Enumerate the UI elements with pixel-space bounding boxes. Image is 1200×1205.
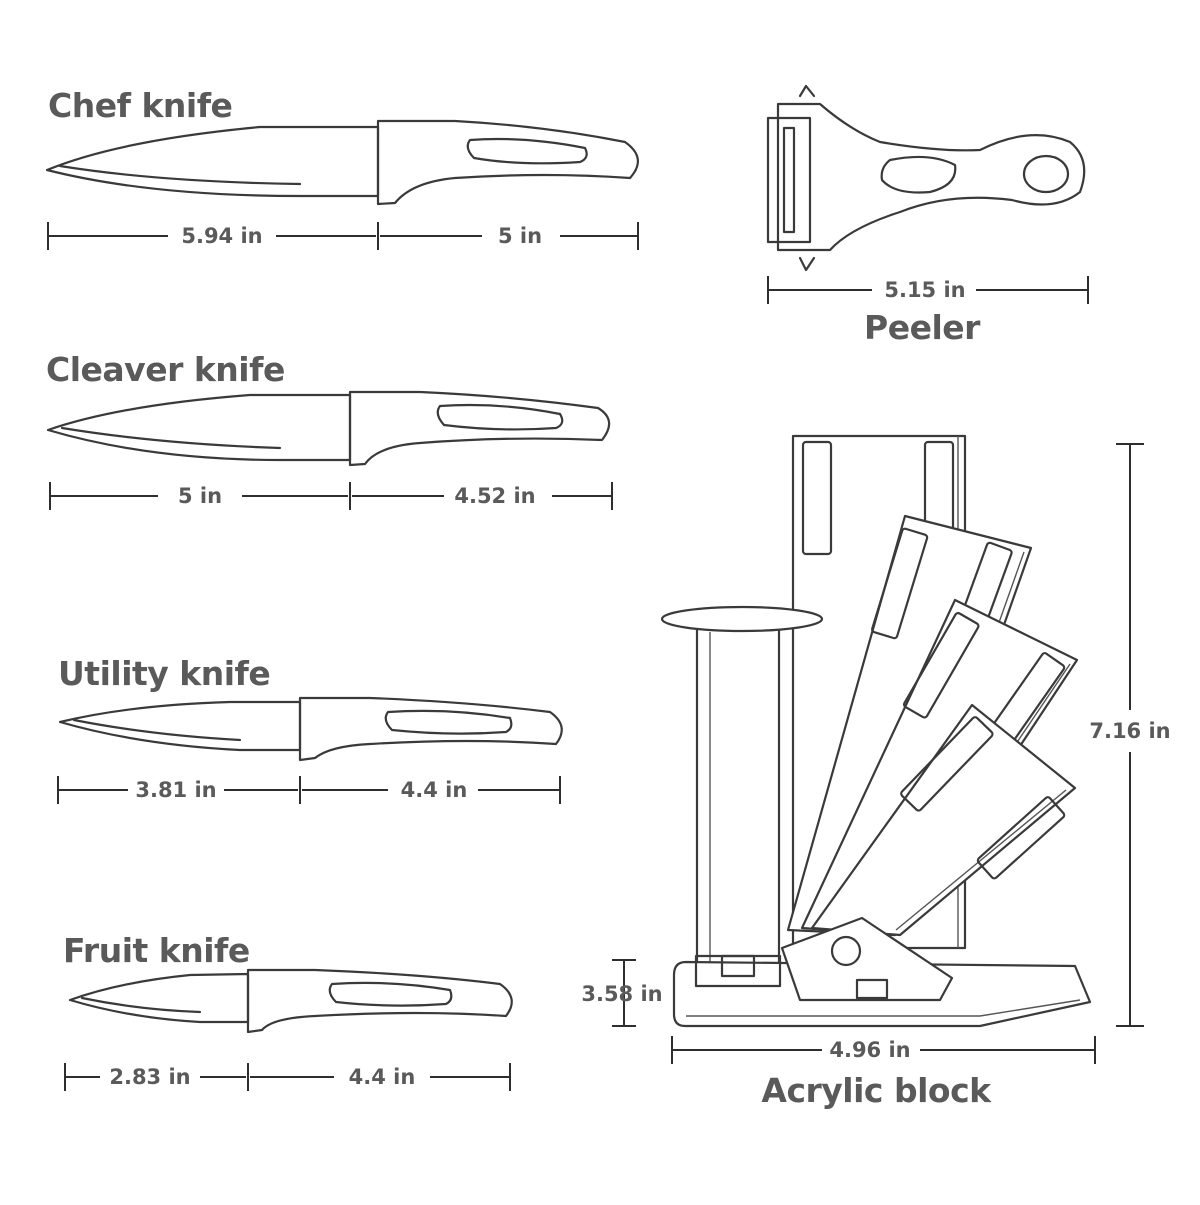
acrylic-block-dimensions: 7.16 in 3.58 in 4.96 in xyxy=(581,443,1171,1064)
cleaver-knife-drawing xyxy=(46,390,611,467)
utility-knife-blade xyxy=(58,700,302,752)
block-back-slot-left xyxy=(801,440,833,556)
fruit-knife-blade-length: 2.83 in xyxy=(109,1065,190,1089)
block-width: 4.96 in xyxy=(829,1038,910,1062)
block-panel-3-slot-right xyxy=(976,796,1066,880)
chef-knife-grip-hole xyxy=(466,137,588,165)
block-height: 7.16 in xyxy=(1089,719,1170,743)
block-base-height: 3.58 in xyxy=(581,982,662,1006)
acrylic-block-title: Acrylic block xyxy=(761,1071,992,1110)
peeler-frame xyxy=(766,116,812,244)
utility-knife-grip-hole xyxy=(384,709,513,735)
block-hinge-bracket xyxy=(780,916,954,1002)
fruit-knife-grip-hole xyxy=(328,981,453,1007)
block-panel-3-slot-left xyxy=(900,716,994,812)
acrylic-block: 7.16 in 3.58 in 4.96 in Acrylic block xyxy=(581,434,1171,1110)
utility-knife-handle xyxy=(298,696,563,762)
peeler-blade xyxy=(782,126,796,234)
fruit-knife-blade-edge xyxy=(80,996,202,1014)
block-hinge-pivot xyxy=(830,935,862,967)
peeler-bottom-tab xyxy=(798,256,816,272)
utility-knife-handle-length: 4.4 in xyxy=(401,778,468,802)
chef-knife-blade xyxy=(45,125,380,198)
block-hinge-tab xyxy=(855,978,889,1000)
utility-knife-drawing xyxy=(58,696,563,762)
chef-knife-handle xyxy=(376,119,639,206)
cleaver-knife-dimensions: 5 in 4.52 in xyxy=(49,482,613,510)
utility-knife: Utility knife 3.81 in 4.4 in xyxy=(57,654,563,804)
peeler-handle xyxy=(776,102,1086,252)
chef-knife-blade-length: 5.94 in xyxy=(181,224,262,248)
fruit-knife-drawing xyxy=(68,968,513,1034)
utility-knife-dimensions: 3.81 in 4.4 in xyxy=(57,776,561,804)
utility-knife-blade-edge xyxy=(72,718,242,742)
chef-knife-handle-length: 5 in xyxy=(498,224,542,248)
cleaver-knife-blade-length: 5 in xyxy=(178,484,222,508)
peeler-hang-hole xyxy=(1022,154,1070,194)
chef-knife-drawing xyxy=(45,119,639,206)
cleaver-knife-blade-edge xyxy=(60,426,282,450)
cleaver-knife: Cleaver knife 5 in 4.52 in xyxy=(46,350,613,510)
peeler-drawing xyxy=(766,84,1086,272)
chef-knife: Chef knife 5.94 in 5 in xyxy=(45,86,639,250)
chef-knife-dimensions: 5.94 in 5 in xyxy=(47,222,639,250)
block-rod-foot-tab xyxy=(720,954,756,978)
cleaver-knife-grip-hole xyxy=(436,403,564,431)
fruit-knife-blade xyxy=(68,972,250,1024)
block-panel-2-slot-left xyxy=(902,611,980,719)
block-rod-cap xyxy=(660,605,824,633)
peeler-title: Peeler xyxy=(864,308,981,347)
chef-knife-title: Chef knife xyxy=(48,86,232,125)
peeler-top-tab xyxy=(798,84,816,98)
fruit-knife-title: Fruit knife xyxy=(63,931,250,970)
fruit-knife: Fruit knife 2.83 in 4.4 in xyxy=(63,931,513,1091)
utility-knife-blade-length: 3.81 in xyxy=(135,778,216,802)
fruit-knife-handle-length: 4.4 in xyxy=(349,1065,416,1089)
peeler: 5.15 in Peeler xyxy=(766,84,1089,347)
acrylic-block-drawing xyxy=(660,434,1092,1028)
chef-knife-blade-edge xyxy=(58,164,302,186)
utility-knife-title: Utility knife xyxy=(58,654,270,693)
fruit-knife-dimensions: 2.83 in 4.4 in xyxy=(64,1063,511,1091)
cleaver-knife-handle xyxy=(348,390,611,467)
cleaver-knife-blade xyxy=(46,393,352,462)
peeler-grip-hole xyxy=(880,155,957,194)
fruit-knife-handle xyxy=(246,968,513,1034)
cleaver-knife-handle-length: 4.52 in xyxy=(454,484,535,508)
peeler-dimensions: 5.15 in xyxy=(767,276,1089,304)
cleaver-knife-title: Cleaver knife xyxy=(46,350,285,389)
block-panel-3 xyxy=(810,703,1077,937)
peeler-length: 5.15 in xyxy=(884,278,965,302)
block-panel-1-slot-left xyxy=(871,527,929,640)
